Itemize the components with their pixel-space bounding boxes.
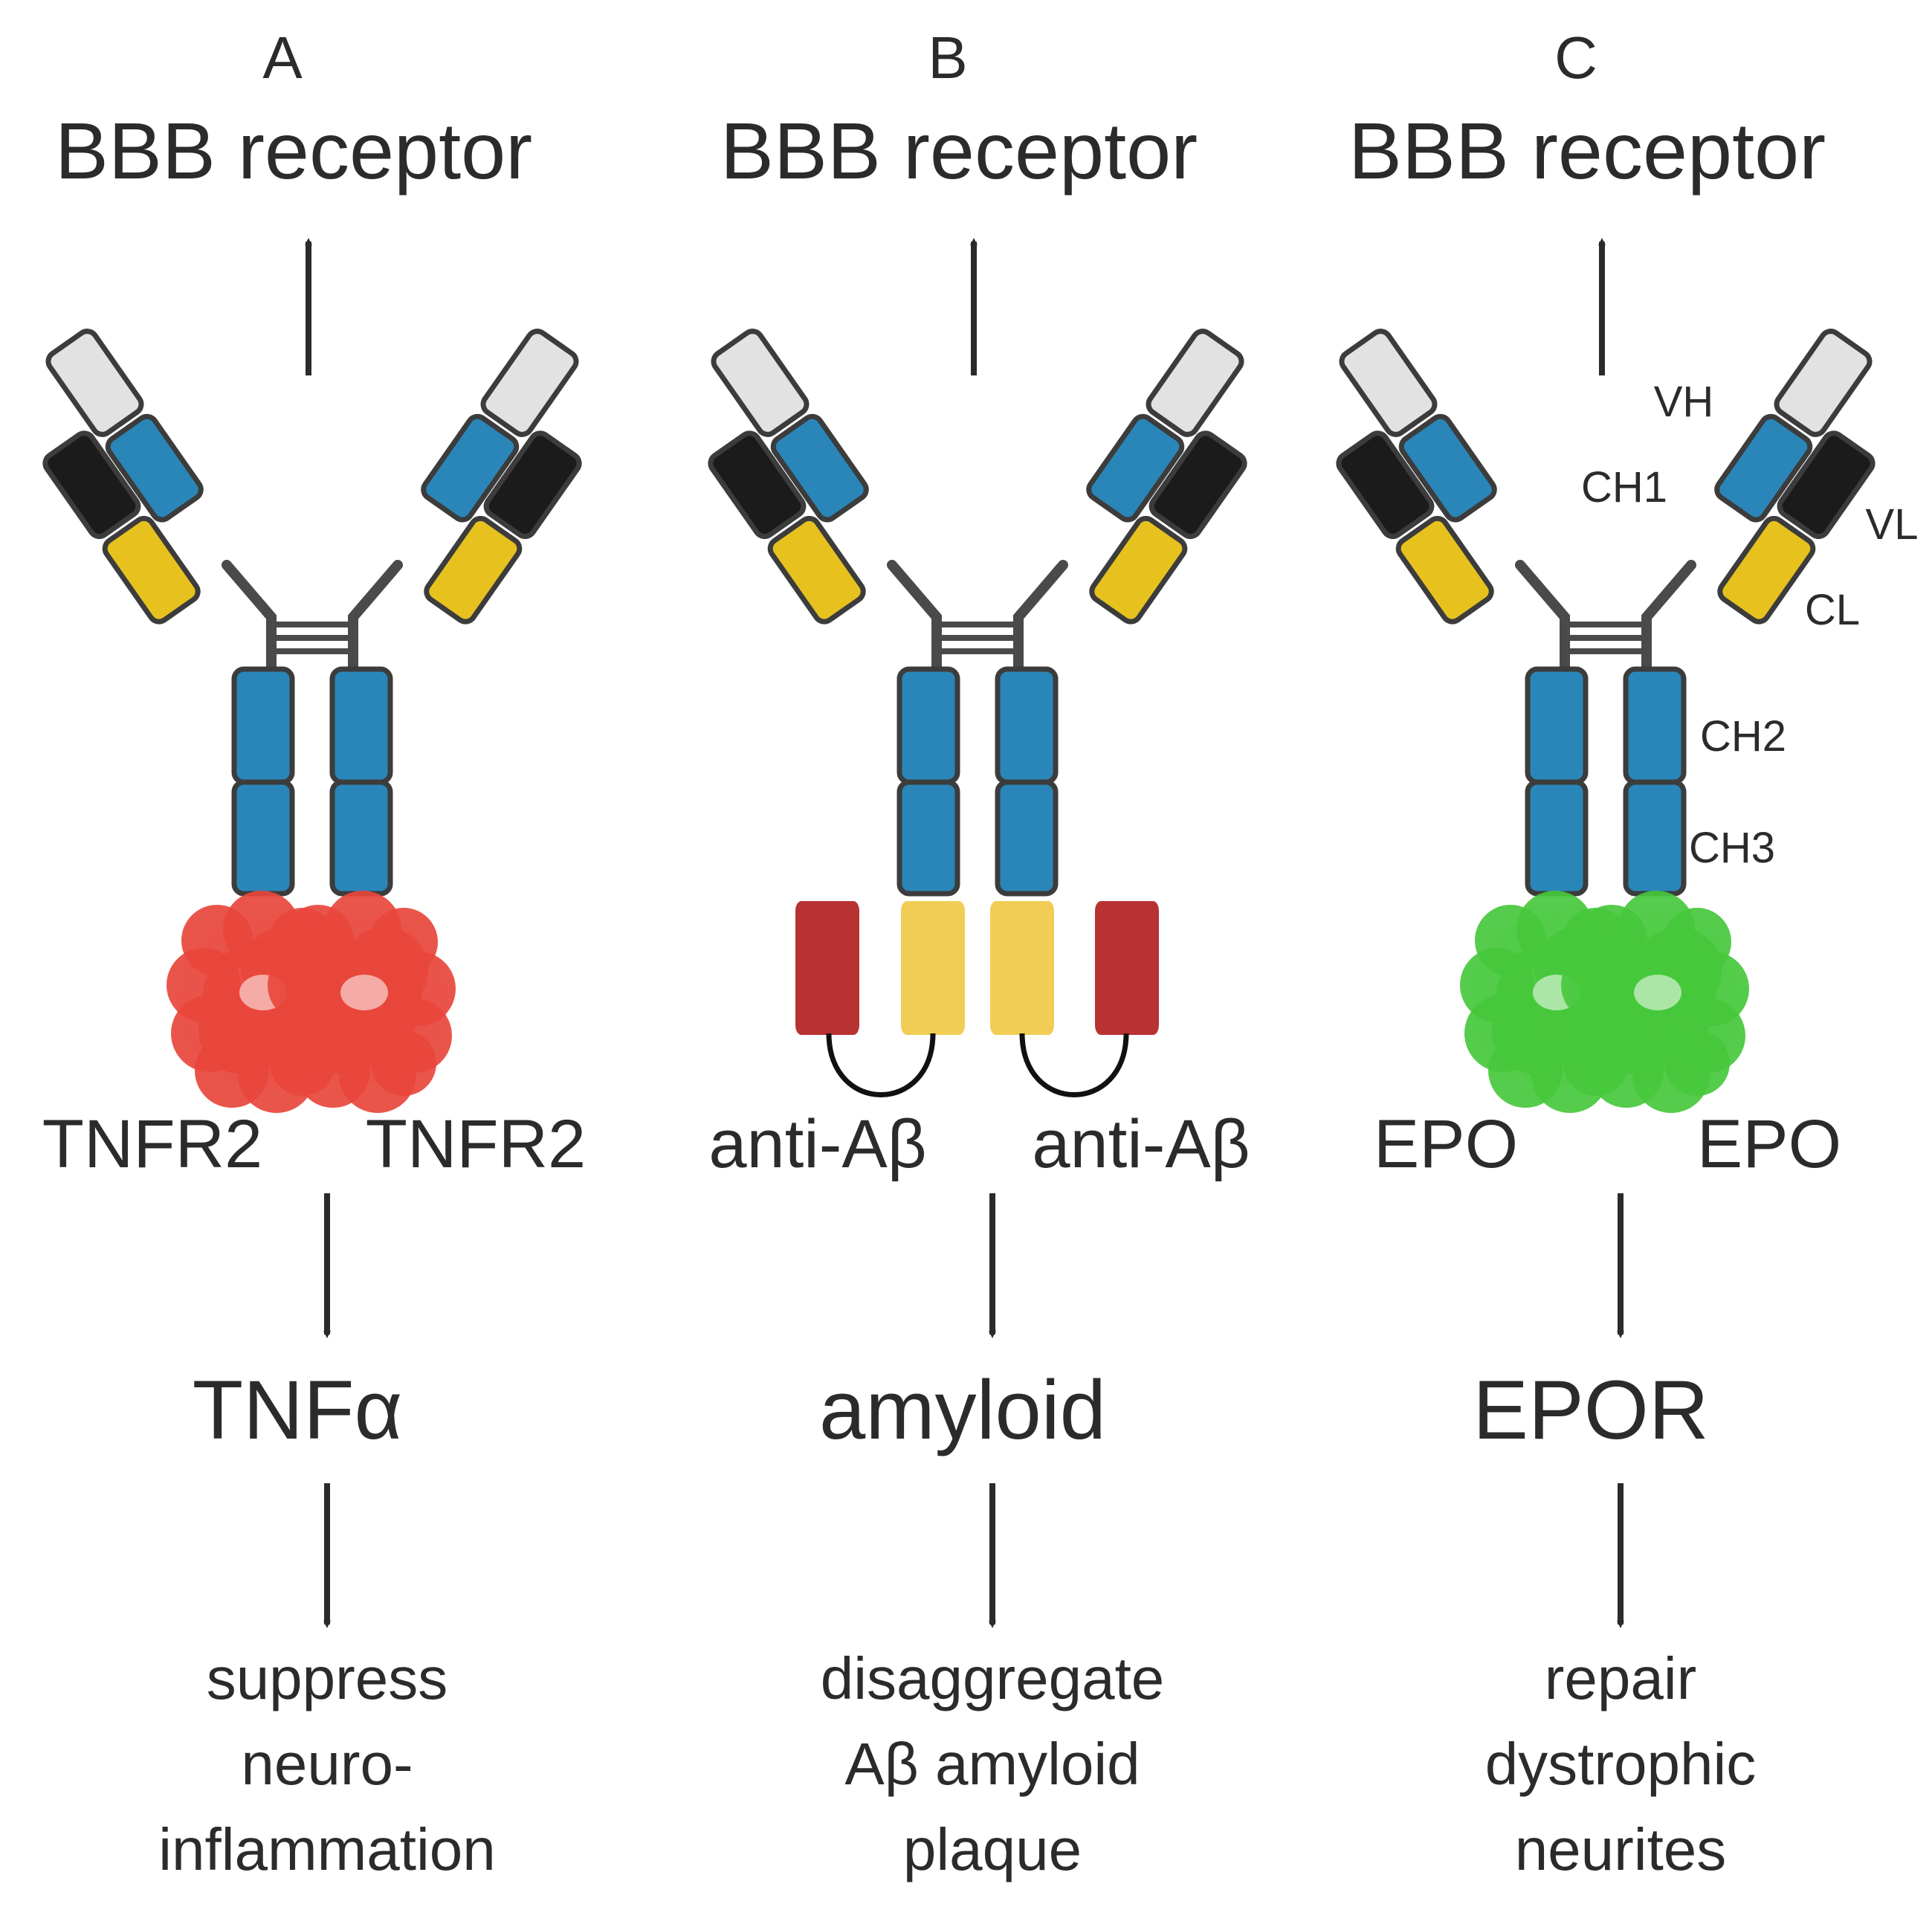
domain-label-ch2: CH2 [1700, 712, 1786, 761]
ch2-domain-right [1623, 666, 1687, 785]
fab-arm-right [1714, 329, 1876, 625]
fab-arm-left [708, 329, 869, 625]
ch2-domain-left [231, 666, 295, 785]
effect-label-line: plaque [903, 1816, 1082, 1882]
variable-heavy-domain [1774, 329, 1873, 437]
domain-label-vh: VH [1654, 378, 1714, 426]
effect-label-line: Aβ amyloid [844, 1731, 1140, 1797]
variable-light-domain [1148, 430, 1247, 539]
hinge-left [1515, 560, 1570, 674]
fab-arm-left [1336, 329, 1497, 625]
panel-letter: C [1554, 25, 1597, 91]
hinge-right [348, 560, 403, 674]
ch3-domain-left [896, 779, 960, 897]
scfv-light-left [795, 901, 859, 1035]
variable-light-domain [1336, 430, 1435, 539]
constant-light-domain [767, 515, 866, 625]
variable-heavy-domain [1146, 329, 1244, 437]
scfv-light-right [1095, 901, 1159, 1035]
constant-light-domain [424, 515, 523, 625]
effect-label-line: suppress [207, 1645, 448, 1711]
ch2-domain-right [329, 666, 393, 785]
domain-label-ch3: CH3 [1689, 824, 1775, 872]
variable-heavy-domain [480, 329, 579, 437]
ch3-domain-right [1623, 779, 1687, 897]
constant-heavy-ch1-domain [1086, 413, 1185, 523]
constant-light-domain [1089, 515, 1188, 625]
scfv-heavy-right [990, 901, 1054, 1035]
fab-arm-right [1086, 329, 1247, 625]
variable-heavy-domain [711, 329, 810, 437]
domain-label-ch1: CH1 [1581, 463, 1667, 512]
bbb-receptor-label: BBB receptor [55, 106, 532, 196]
constant-heavy-ch1-domain [421, 413, 520, 523]
fab-arm-left [42, 329, 204, 625]
constant-light-domain [1395, 515, 1494, 625]
fusion-label-left: TNFR2 [42, 1106, 262, 1182]
variable-light-domain [42, 430, 141, 539]
hinge-right [1013, 560, 1068, 674]
panel-letter: A [262, 25, 303, 91]
constant-heavy-ch1-domain [1714, 413, 1813, 523]
ch2-domain-left [896, 666, 960, 785]
variable-light-domain [708, 430, 807, 539]
hinge-right [1641, 560, 1696, 674]
variable-light-domain [1777, 430, 1876, 539]
target-label: EPOR [1473, 1364, 1708, 1456]
fusion-label-right: anti-Aβ [1032, 1106, 1250, 1182]
hinge-left [887, 560, 942, 674]
ch3-domain-left [1525, 779, 1589, 897]
target-label: amyloid [819, 1364, 1106, 1456]
domain-label-vl: VL [1866, 500, 1919, 549]
variable-heavy-domain [45, 329, 144, 437]
ch3-domain-right [995, 779, 1059, 897]
fusion-label-right: TNFR2 [366, 1106, 586, 1182]
ch3-domain-left [231, 779, 295, 897]
ch2-domain-right [995, 666, 1059, 785]
constant-light-domain [1717, 515, 1816, 625]
effect-label-line: neurites [1515, 1816, 1727, 1882]
scfv-linker-right [1019, 1033, 1129, 1097]
effect-label-line: neuro- [241, 1731, 413, 1797]
ch3-domain-right [329, 779, 393, 897]
fusion-protein-right [268, 891, 456, 1113]
effect-label-line: inflammation [158, 1816, 496, 1882]
fusion-label-left: EPO [1374, 1106, 1518, 1182]
constant-heavy-ch1-domain [770, 413, 869, 523]
constant-light-domain [102, 515, 201, 625]
fusion-protein-right [1561, 891, 1749, 1113]
ch2-domain-left [1525, 666, 1589, 785]
hinge-left [222, 560, 277, 674]
effect-label-line: disaggregate [821, 1645, 1165, 1711]
bbb-receptor-label: BBB receptor [1348, 106, 1826, 196]
target-label: TNFα [193, 1364, 402, 1456]
fab-arm-right [421, 329, 582, 625]
panel-b: B BBB receptor anti-Aβ anti-Aβ amyloid disagg… [708, 25, 1250, 1882]
effect-label-line: dystrophic [1485, 1731, 1757, 1797]
variable-heavy-domain [1339, 329, 1438, 437]
bbb-receptor-label: BBB receptor [720, 106, 1198, 196]
effect-label-line: repair [1545, 1645, 1697, 1711]
scfv-heavy-left [901, 901, 965, 1035]
constant-heavy-ch1-domain [105, 413, 204, 523]
fusion-label-left: anti-Aβ [708, 1106, 926, 1182]
constant-heavy-ch1-domain [1398, 413, 1497, 523]
panel-letter: B [928, 25, 967, 91]
scfv-linker-left [826, 1033, 936, 1097]
variable-light-domain [483, 430, 582, 539]
domain-label-cl: CL [1805, 586, 1860, 634]
fusion-label-right: EPO [1697, 1106, 1841, 1182]
